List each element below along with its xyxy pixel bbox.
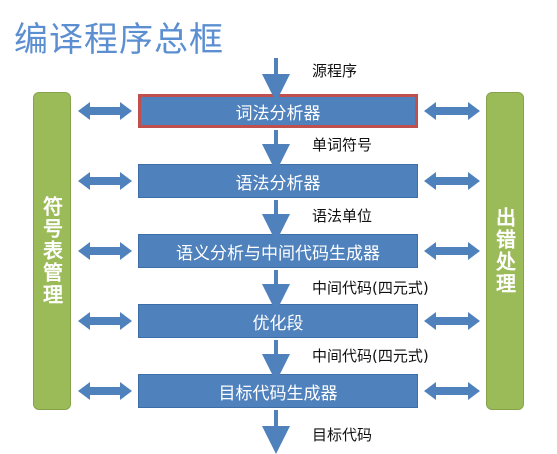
bidirectional-arrow — [424, 312, 480, 330]
flow-label-ir-2: 中间代码(四元式) — [312, 347, 429, 365]
bidirectional-arrow — [424, 382, 480, 400]
bidirectional-arrow — [78, 172, 132, 190]
page-title: 编译程序总框 — [14, 20, 224, 60]
flow-label-syntax-units: 语法单位 — [312, 207, 373, 225]
flow-label-ir-1: 中间代码(四元式) — [312, 279, 429, 297]
stage-label: 语法分析器 — [235, 173, 321, 194]
flow-label-target: 目标代码 — [312, 426, 373, 444]
bidirectional-arrow — [78, 312, 132, 330]
symbol-table-panel: 符号表管理 — [33, 92, 71, 410]
flow-label-tokens: 单词符号 — [312, 136, 373, 154]
stage-label: 目标代码生成器 — [218, 383, 338, 404]
stage-label: 语义分析与中间代码生成器 — [176, 243, 380, 264]
error-handling-label: 出错处理 — [492, 207, 517, 295]
bidirectional-arrow — [424, 102, 480, 120]
bidirectional-arrow — [424, 242, 480, 260]
symbol-table-label: 符号表管理 — [39, 196, 64, 306]
bidirectional-arrow — [78, 382, 132, 400]
bidirectional-arrow — [78, 102, 132, 120]
bidirectional-arrow — [424, 172, 480, 190]
stage-label: 词法分析器 — [235, 103, 321, 124]
error-handling-panel: 出错处理 — [486, 92, 524, 410]
stage-label: 优化段 — [252, 313, 304, 334]
bidirectional-arrow — [78, 242, 132, 260]
flow-label-source: 源程序 — [312, 62, 358, 80]
